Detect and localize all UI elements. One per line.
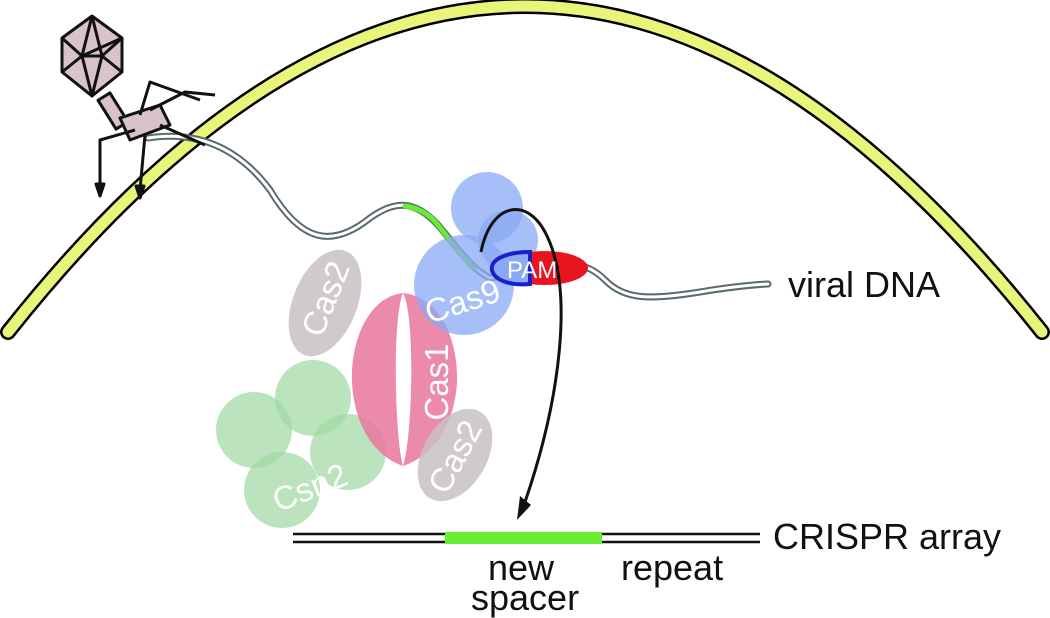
cell-wall xyxy=(0,0,1050,340)
pam-site xyxy=(489,249,588,287)
csn2-complex xyxy=(216,360,386,528)
new-spacer-label-line1: new xyxy=(488,547,555,588)
new-spacer-segment xyxy=(445,532,602,544)
bacteriophage xyxy=(60,14,216,200)
crispr-array-line xyxy=(293,532,760,544)
integration-arrow xyxy=(479,208,563,520)
pam-label: PAM xyxy=(507,257,557,284)
cas1-label: Cas1 xyxy=(418,343,455,420)
crispr-array-label: CRISPR array xyxy=(773,516,1001,557)
new-spacer-label-line2: spacer xyxy=(471,577,579,618)
repeat-label: repeat xyxy=(621,547,723,588)
cas2-upper xyxy=(288,249,362,357)
cas2-lower xyxy=(417,408,493,502)
viral-dna-label: viral DNA xyxy=(788,264,940,305)
